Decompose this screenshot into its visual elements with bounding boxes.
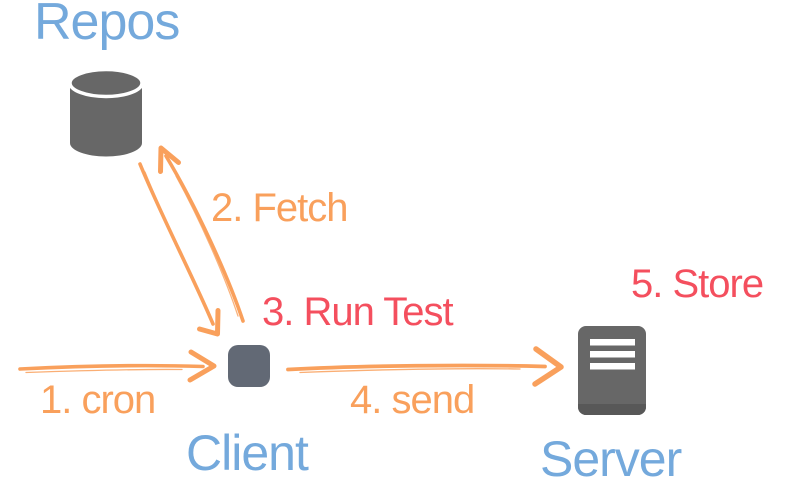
database-body <box>70 83 142 157</box>
server-body <box>578 326 646 415</box>
client-node-label: Client <box>186 425 309 481</box>
database-cylinder-icon <box>68 67 144 157</box>
step3-run-test-label: 3. Run Test <box>262 290 454 334</box>
step1-cron-label: 1. cron <box>40 378 156 422</box>
server-rack-icon <box>578 326 646 415</box>
send-arrowhead <box>532 346 564 387</box>
server-slot-1 <box>590 339 635 346</box>
server-base <box>578 404 646 415</box>
fetch-down-arrowhead <box>197 308 221 337</box>
server-slot-2 <box>590 351 635 358</box>
server-slot-3 <box>590 363 635 370</box>
server-node-label: Server <box>540 431 682 487</box>
fetch-up-arrow <box>158 145 245 323</box>
client-box-icon <box>228 345 270 387</box>
repos-node-label: Repos <box>34 0 180 51</box>
cron-arrowhead <box>187 349 217 383</box>
fetch-up-arrowhead <box>158 145 181 174</box>
step5-store-label: 5. Store <box>631 262 764 306</box>
fetch-down-arrow <box>138 162 221 337</box>
send-arrow <box>286 346 564 387</box>
step4-send-label: 4. send <box>350 378 475 422</box>
cron-arrow <box>18 349 217 383</box>
step2-fetch-label: 2. Fetch <box>211 186 349 230</box>
database-top-ellipse <box>68 67 144 99</box>
